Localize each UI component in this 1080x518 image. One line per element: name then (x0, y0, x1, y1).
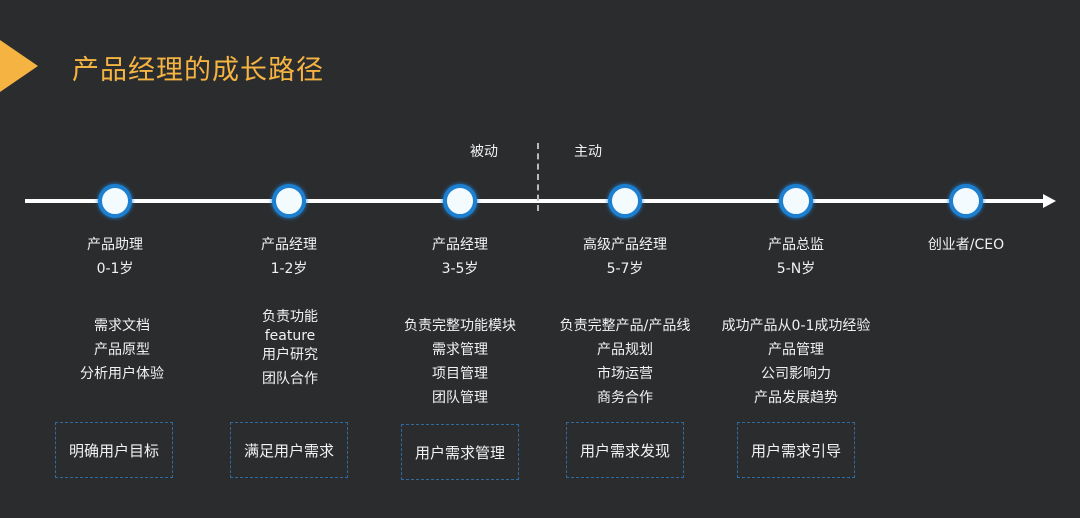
timeline-axis (25, 199, 1047, 203)
skill-item: 项目管理 (432, 366, 488, 382)
role-age: 5-7岁 (606, 261, 644, 277)
skill-item: 产品发展趋势 (754, 390, 838, 406)
role-age: 5-N岁 (776, 261, 816, 277)
stage-items: 负责完整产品/产品线产品规划市场运营商务合作 (535, 314, 715, 410)
page-title: 产品经理的成长路径 (72, 55, 324, 86)
stage-role: 产品经理 1-2岁 (199, 233, 379, 281)
skill-item: 负责完整产品/产品线 (559, 318, 691, 334)
skill-item: 商务合作 (597, 390, 653, 406)
phase-active-label: 主动 (574, 144, 602, 160)
stage-role: 高级产品经理 5-7岁 (535, 233, 715, 281)
skill-item: 市场运营 (597, 366, 653, 382)
timeline-node (272, 184, 306, 218)
skill-item: 产品规划 (597, 342, 653, 358)
stage-items: 需求文档产品原型分析用户体验 (32, 314, 212, 386)
timeline-node (779, 184, 813, 218)
stage-items: 成功产品从0-1成功经验产品管理公司影响力产品发展趋势 (701, 314, 891, 410)
title-triangle-icon (0, 40, 38, 92)
timeline-node (949, 184, 983, 218)
timeline-node (443, 184, 477, 218)
skill-item: 公司影响力 (761, 366, 831, 382)
phase-divider (537, 143, 539, 211)
stage-goal-box: 明确用户目标 (55, 422, 173, 478)
timeline-arrow-icon (1043, 194, 1056, 208)
role-age: 0-1岁 (96, 261, 134, 277)
skill-item: 需求管理 (432, 342, 488, 358)
role-title: 产品助理 (87, 237, 143, 253)
skill-item: 产品原型 (94, 342, 150, 358)
role-title: 高级产品经理 (583, 237, 667, 253)
role-title: 产品经理 (432, 237, 488, 253)
skill-item: 用户研究 (262, 347, 318, 363)
stage-role: 产品助理 0-1岁 (25, 233, 205, 281)
timeline-node (98, 184, 132, 218)
skill-item: 成功产品从0-1成功经验 (721, 318, 871, 334)
role-age: 3-5岁 (441, 261, 479, 277)
skill-item: 负责完整功能模块 (404, 318, 516, 334)
skill-item: 团队管理 (432, 390, 488, 406)
role-title: 创业者/CEO (927, 237, 1005, 253)
stage-items: 负责功能 feature 用户研究团队合作 (200, 305, 380, 391)
stage-goal-box: 用户需求引导 (737, 422, 855, 478)
role-age: 1-2岁 (270, 261, 308, 277)
skill-item: 负责功能 (262, 309, 318, 325)
stage-role: 创业者/CEO (876, 233, 1056, 257)
stage-goal-box: 用户需求发现 (566, 422, 684, 478)
role-title: 产品经理 (261, 237, 317, 253)
stage-goal-box: 用户需求管理 (401, 424, 519, 480)
skill-item: 分析用户体验 (80, 366, 164, 382)
stage-goal-box: 满足用户需求 (230, 422, 348, 478)
stage-role: 产品总监 5-N岁 (706, 233, 886, 281)
timeline-node (608, 184, 642, 218)
skill-item: feature (264, 328, 316, 344)
skill-item: 团队合作 (262, 371, 318, 387)
role-title: 产品总监 (768, 237, 824, 253)
skill-item: 需求文档 (94, 318, 150, 334)
stage-role: 产品经理 3-5岁 (370, 233, 550, 281)
stage-items: 负责完整功能模块需求管理项目管理团队管理 (370, 314, 550, 410)
skill-item: 产品管理 (768, 342, 824, 358)
phase-passive-label: 被动 (470, 144, 498, 160)
